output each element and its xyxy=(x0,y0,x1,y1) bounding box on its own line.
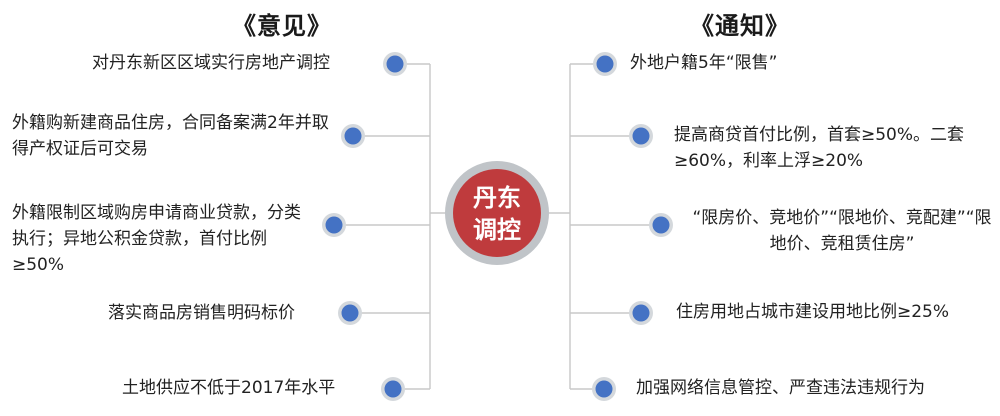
right-item: 提高商贷首付比例，首套≥50%。二套≥60%，利率上浮≥20% xyxy=(674,125,965,171)
left-item: 土地供应不低于2017年水平 xyxy=(122,378,336,398)
center-label-line1: 丹东 xyxy=(473,184,521,212)
left-item: 外籍购新建商品住房，合同备案满2年并取得产权证后可交易 xyxy=(12,113,329,159)
center-label: 丹东 调控 xyxy=(455,172,539,256)
left-bullet-dot xyxy=(338,301,362,325)
right-bullet-dot xyxy=(649,213,673,237)
left-bullet-dot xyxy=(383,52,407,76)
right-bullet-dot xyxy=(629,301,653,325)
left-bullet-dot xyxy=(322,213,346,237)
right-item: 外地户籍5年“限售” xyxy=(630,53,778,73)
right-item: 加强网络信息管控、严查违法违规行为 xyxy=(636,378,925,398)
right-bullet-dot xyxy=(593,52,617,76)
bullet-dots xyxy=(322,52,673,401)
right-item: 住房用地占城市建设用地比例≥25% xyxy=(676,302,950,322)
center-node xyxy=(453,169,541,257)
center-label-line2: 调控 xyxy=(473,216,521,244)
left-bullet-dot xyxy=(341,124,365,148)
right-item: “限房价、竞地价”“限地价、竞配建”“限地价、竞租赁住房” xyxy=(692,208,992,254)
left-bullet-dot xyxy=(381,377,405,401)
left-item: 对丹东新区区域实行房地产调控 xyxy=(92,53,330,73)
right-heading: 《通知》 xyxy=(690,12,790,40)
left-item: 落实商品房销售明码标价 xyxy=(108,303,295,323)
left-item: 外籍限制区域购房申请商业贷款，分类执行；异地公积金贷款，首付比例≥50% xyxy=(12,203,301,275)
right-bullet-dot xyxy=(629,124,653,148)
left-heading: 《意见》 xyxy=(232,12,332,40)
right-bullet-dot xyxy=(592,377,616,401)
